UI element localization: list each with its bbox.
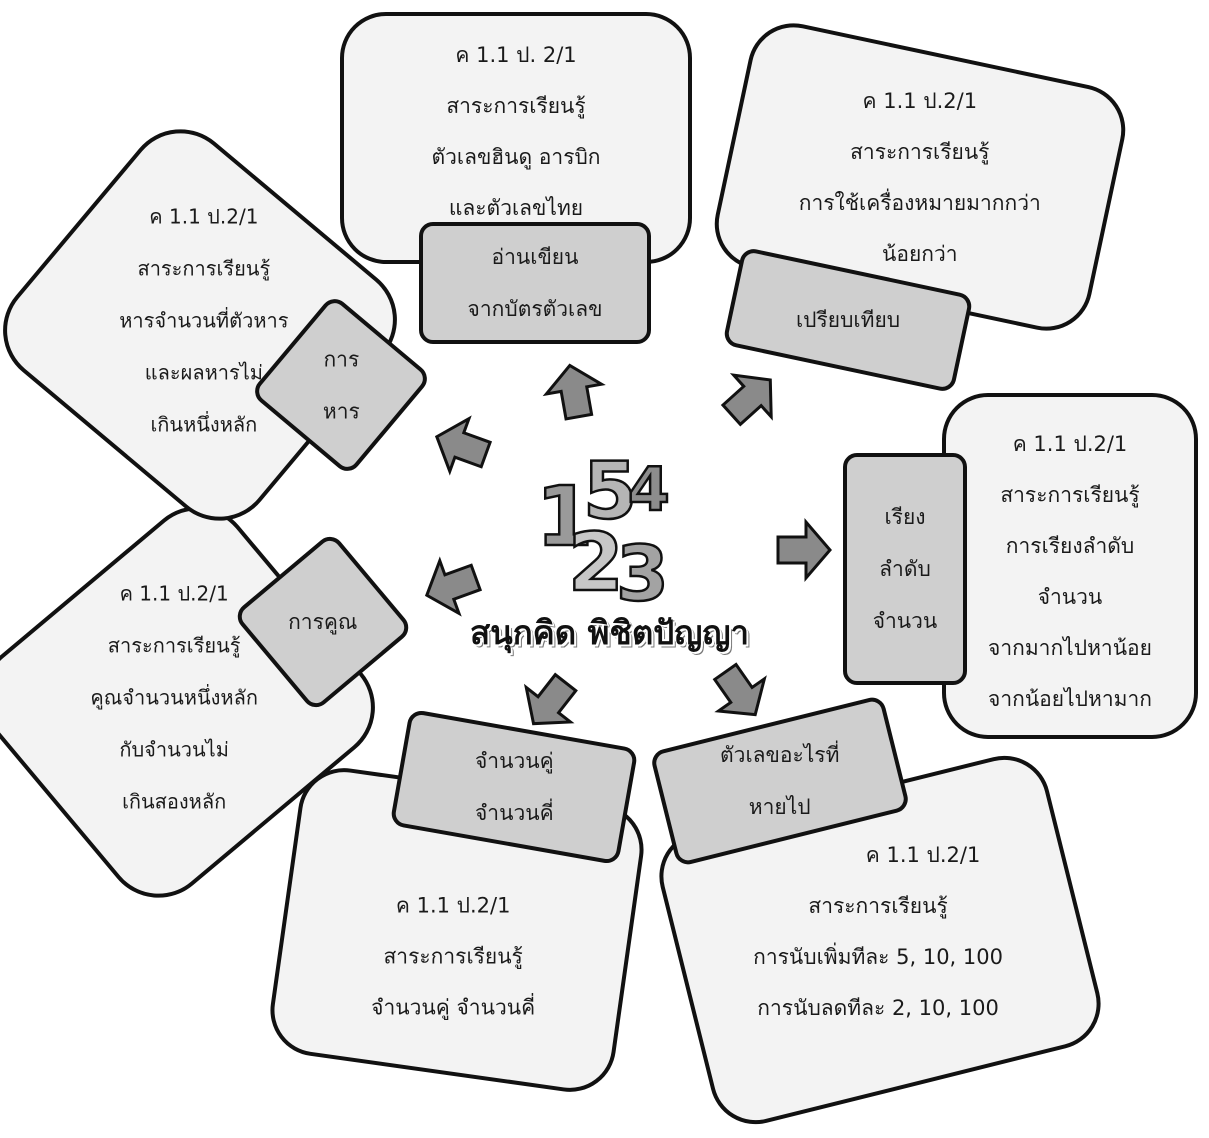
card-bottom-right-line-2: สาระการเรียนรู้ <box>808 894 948 919</box>
tag-top-right-line-1: เปรียบเทียบ <box>795 307 901 332</box>
arrow-upright-icon <box>711 357 791 438</box>
card-bottom-right-line-4: การนับลดทีละ 2, 10, 100 <box>757 996 999 1021</box>
tag-right-line-3: จำนวน <box>872 609 938 633</box>
logo-digit-1: 1 <box>536 470 593 565</box>
center-logo-icon: 1 5 4 2 3 <box>535 446 671 610</box>
card-bottom-line-2: สาระการเรียนรู้ <box>383 944 523 969</box>
arrow-downright-icon <box>700 654 780 733</box>
card-right-line-3: การเรียงลำดับ <box>1005 534 1135 558</box>
card-left-bottom-line-5: เกินสองหลัก <box>122 789 227 814</box>
tag-bottom-right-line-2: หายไป <box>749 795 811 820</box>
card-top-right-line-1: ค 1.1 ป.2/1 <box>862 88 978 113</box>
tag-bottom-line-1: จำนวนคู่ <box>474 749 554 773</box>
center-title: สนุกคิด พิชิตปัญญา <box>470 613 749 652</box>
card-right-line-6: จากน้อยไปหามาก <box>988 687 1152 711</box>
card-top-right-line-3: การใช้เครื่องหมายมากกว่า <box>798 190 1041 215</box>
card-right-line-5: จากมากไปหาน้อย <box>988 636 1152 660</box>
card-left-top-line-2: สาระการเรียนรู้ <box>137 256 271 281</box>
card-left-bottom-line-3: คูณจำนวนหนึ่งหลัก <box>90 685 258 710</box>
card-left-bottom-line-4: กับจำนวนไม่ <box>119 737 229 762</box>
tag-bottom-line-2: จำนวนคี่ <box>474 801 554 825</box>
card-right: ค 1.1 ป.2/1 สาระการเรียนรู้ การเรียงลำดั… <box>942 393 1198 739</box>
card-right-line-2: สาระการเรียนรู้ <box>1000 483 1140 507</box>
tag-bottom-right-line-1: ตัวเลขอะไรที่ <box>720 743 840 768</box>
card-top-line-1: ค 1.1 ป. 2/1 <box>455 43 577 67</box>
tag-left-top-line-2: หาร <box>322 398 360 423</box>
logo-digit-3: 3 <box>616 529 669 610</box>
tag-right-line-1: เรียง <box>884 505 926 529</box>
card-top-line-3: ตัวเลขฮินดู อารบิก <box>431 145 601 169</box>
card-top-right-line-2: สาระการเรียนรู้ <box>850 139 990 164</box>
tag-left-top-line-1: การ <box>323 346 359 371</box>
card-top-line-4: และตัวเลขไทย <box>448 196 584 220</box>
card-bottom-line-1: ค 1.1 ป.2/1 <box>395 893 511 918</box>
arrow-upleft-icon <box>425 408 497 483</box>
tag-top-line-1: อ่านเขียน <box>491 245 579 269</box>
card-bottom-right-line-3: การนับเพิ่มทีละ 5, 10, 100 <box>753 945 1004 970</box>
tag-top: อ่านเขียน จากบัตรตัวเลข <box>419 222 651 344</box>
arrow-right-icon <box>776 520 832 580</box>
card-top-line-2: สาระการเรียนรู้ <box>446 94 586 118</box>
card-right-line-1: ค 1.1 ป.2/1 <box>1012 432 1128 456</box>
logo-digit-2: 2 <box>568 516 624 609</box>
arrow-up-icon <box>540 359 608 424</box>
card-bottom-line-3: จำนวนคู่ จำนวนคี่ <box>371 995 536 1020</box>
logo-digit-4: 4 <box>628 455 670 525</box>
tag-right: เรียง ลำดับ จำนวน <box>843 453 967 685</box>
card-right-line-4: จำนวน <box>1037 585 1103 609</box>
logo-digit-5: 5 <box>583 447 637 537</box>
tag-left-bottom-line-1: การคูณ <box>288 610 358 635</box>
tag-top-line-2: จากบัตรตัวเลข <box>467 297 603 321</box>
tag-right-line-2: ลำดับ <box>879 557 931 581</box>
card-left-top-line-1: ค 1.1 ป.2/1 <box>149 204 259 229</box>
